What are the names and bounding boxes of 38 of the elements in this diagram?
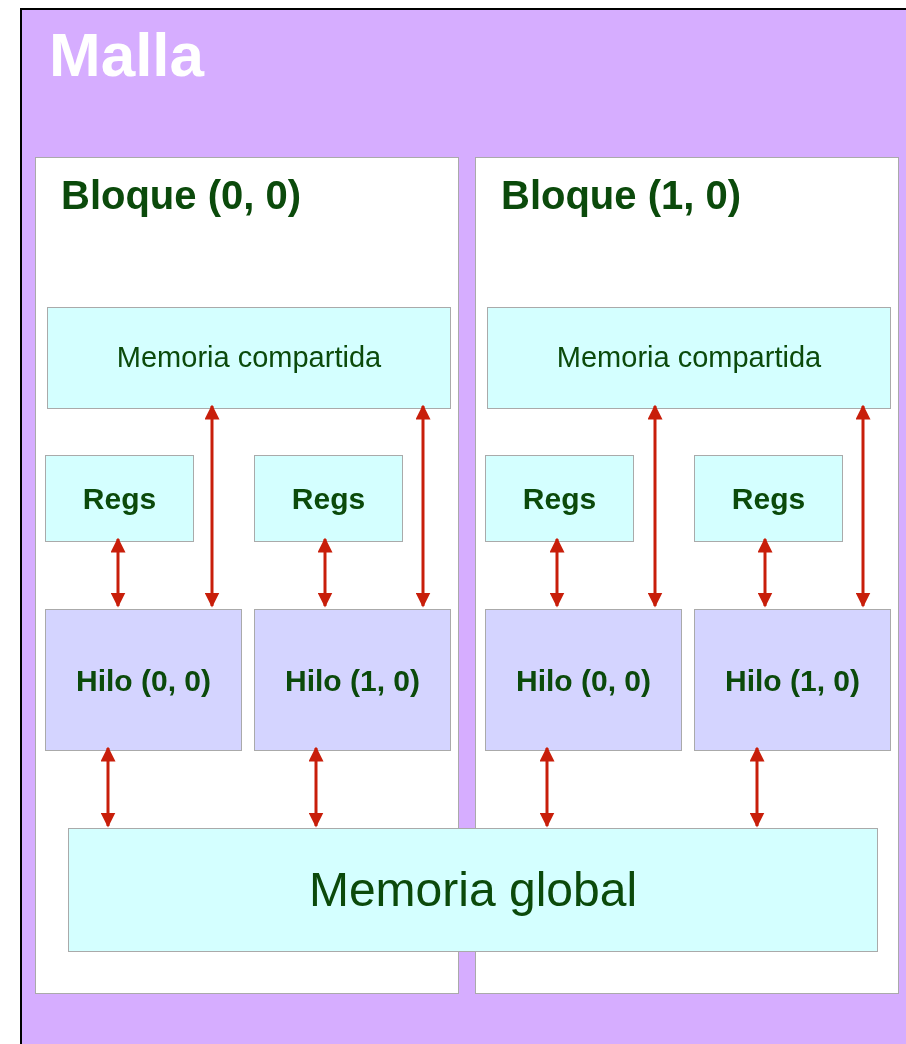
box-label: Memoria compartida (556, 340, 822, 376)
double-arrow (317, 537, 333, 608)
register-box (45, 455, 194, 542)
box-label: Memoria compartida (116, 340, 382, 376)
double-arrow (757, 537, 773, 608)
double-arrow (539, 746, 555, 828)
thread-box (694, 609, 891, 751)
panel-title: Bloque (0, 0) (61, 172, 302, 219)
box-label: Regs (291, 481, 366, 517)
double-arrow (415, 404, 431, 608)
double-arrow (855, 404, 871, 608)
panel-title: Malla (49, 24, 205, 86)
memory-box (47, 307, 451, 409)
double-arrow (308, 746, 324, 828)
double-arrow (110, 537, 126, 608)
thread-box (485, 609, 682, 751)
memory-box (68, 828, 878, 952)
box-label: Hilo (1, 0) (725, 662, 860, 699)
thread-box (254, 609, 451, 751)
box-label: Regs (731, 481, 806, 517)
register-box (254, 455, 403, 542)
register-box (485, 455, 634, 542)
double-arrow (647, 404, 663, 608)
box-label: Regs (522, 481, 597, 517)
grid-panel (20, 8, 906, 1044)
double-arrow (549, 537, 565, 608)
register-box (694, 455, 843, 542)
double-arrow (204, 404, 220, 608)
box-label: Hilo (0, 0) (76, 662, 211, 699)
memory-box (487, 307, 891, 409)
box-label: Regs (82, 481, 157, 517)
double-arrow (749, 746, 765, 828)
box-label: Hilo (0, 0) (516, 662, 651, 699)
box-label: Hilo (1, 0) (285, 662, 420, 699)
panel-title: Bloque (1, 0) (501, 172, 742, 219)
box-label: Memoria global (308, 862, 638, 918)
thread-box (45, 609, 242, 751)
double-arrow (100, 746, 116, 828)
